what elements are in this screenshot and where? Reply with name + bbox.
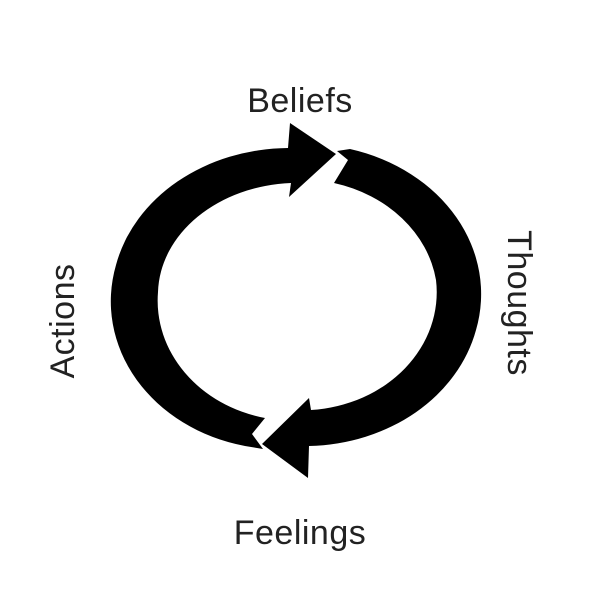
label-feelings: Feelings: [233, 514, 367, 552]
label-beliefs: Beliefs: [247, 82, 353, 120]
label-actions: Actions: [44, 263, 82, 379]
arrow-right-arc: [262, 149, 482, 478]
arrow-left-arc: [110, 123, 336, 449]
label-thoughts: Thoughts: [500, 230, 538, 376]
